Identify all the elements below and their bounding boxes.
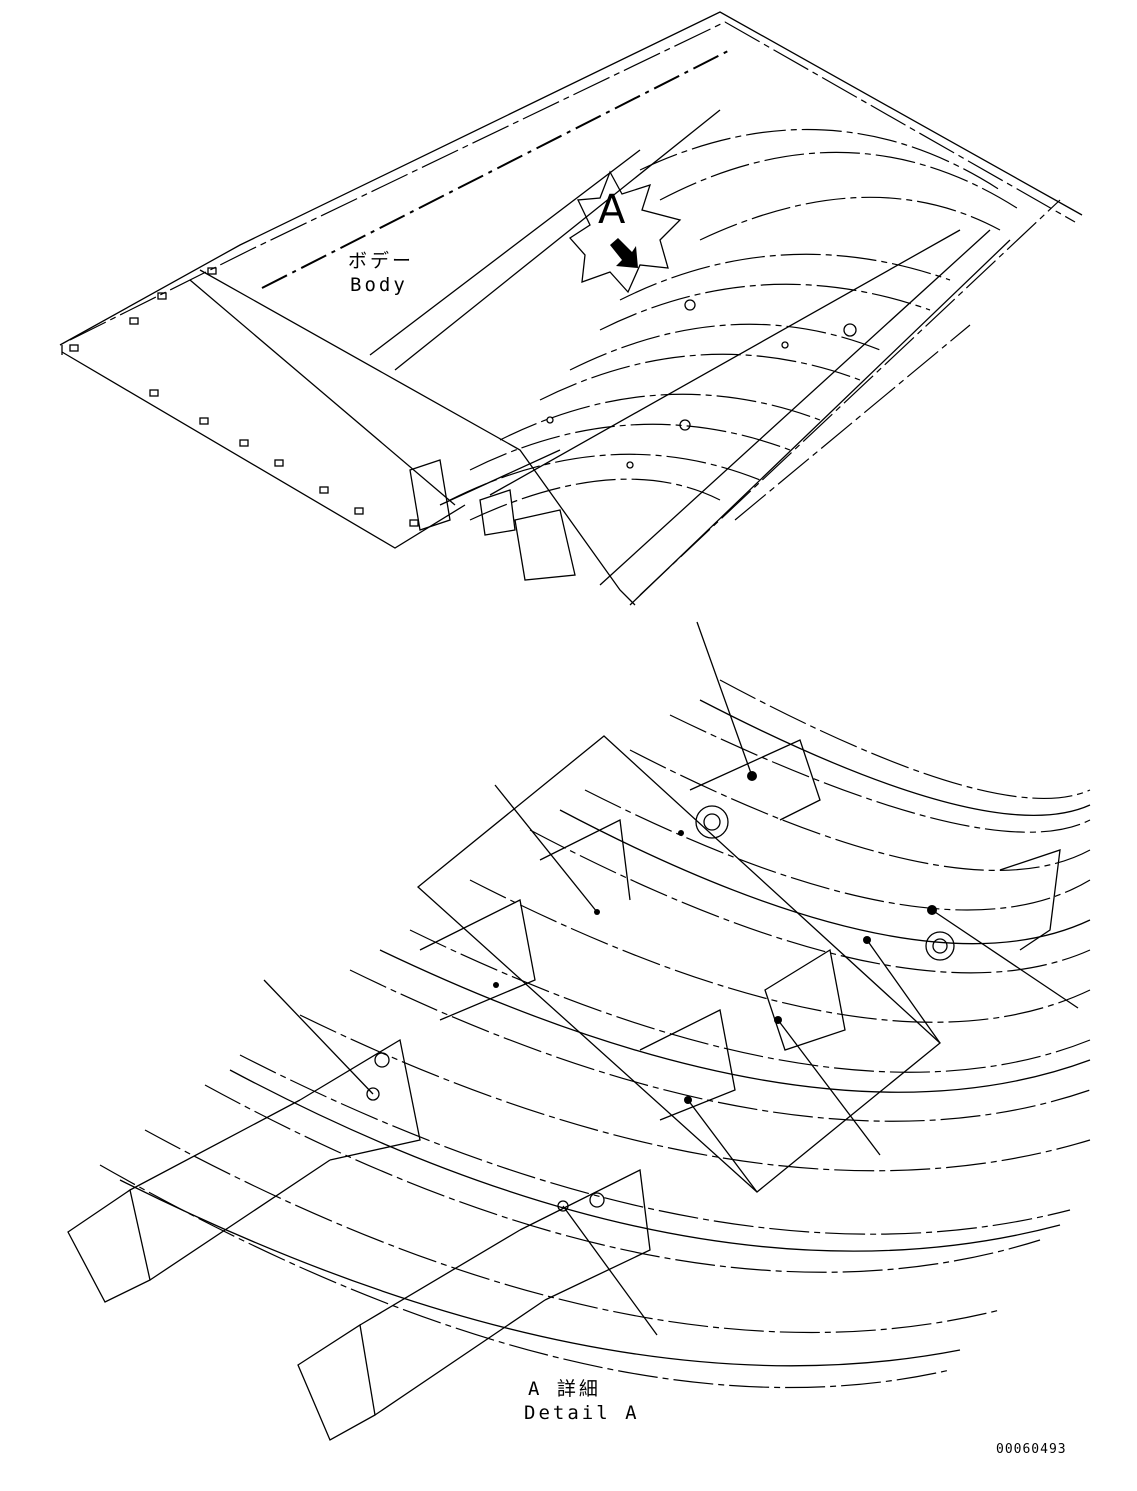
body-label-en: Body <box>350 274 408 296</box>
callout-a-starburst <box>569 170 682 294</box>
detail-title-ja: A 詳細 <box>528 1378 601 1400</box>
arrow-icon <box>610 238 638 268</box>
body-label-ja: ボデー <box>348 250 415 272</box>
callout-letter: A <box>598 187 626 233</box>
detail-a-view <box>67 621 1091 1441</box>
leader-lines <box>263 621 1079 1336</box>
detail-title-en: Detail A <box>524 1402 640 1424</box>
drawing-number: 00060493 <box>996 1442 1067 1457</box>
mounting-tabs <box>69 267 419 527</box>
detail-region-box <box>416 735 941 1193</box>
body-overview <box>59 11 1083 606</box>
